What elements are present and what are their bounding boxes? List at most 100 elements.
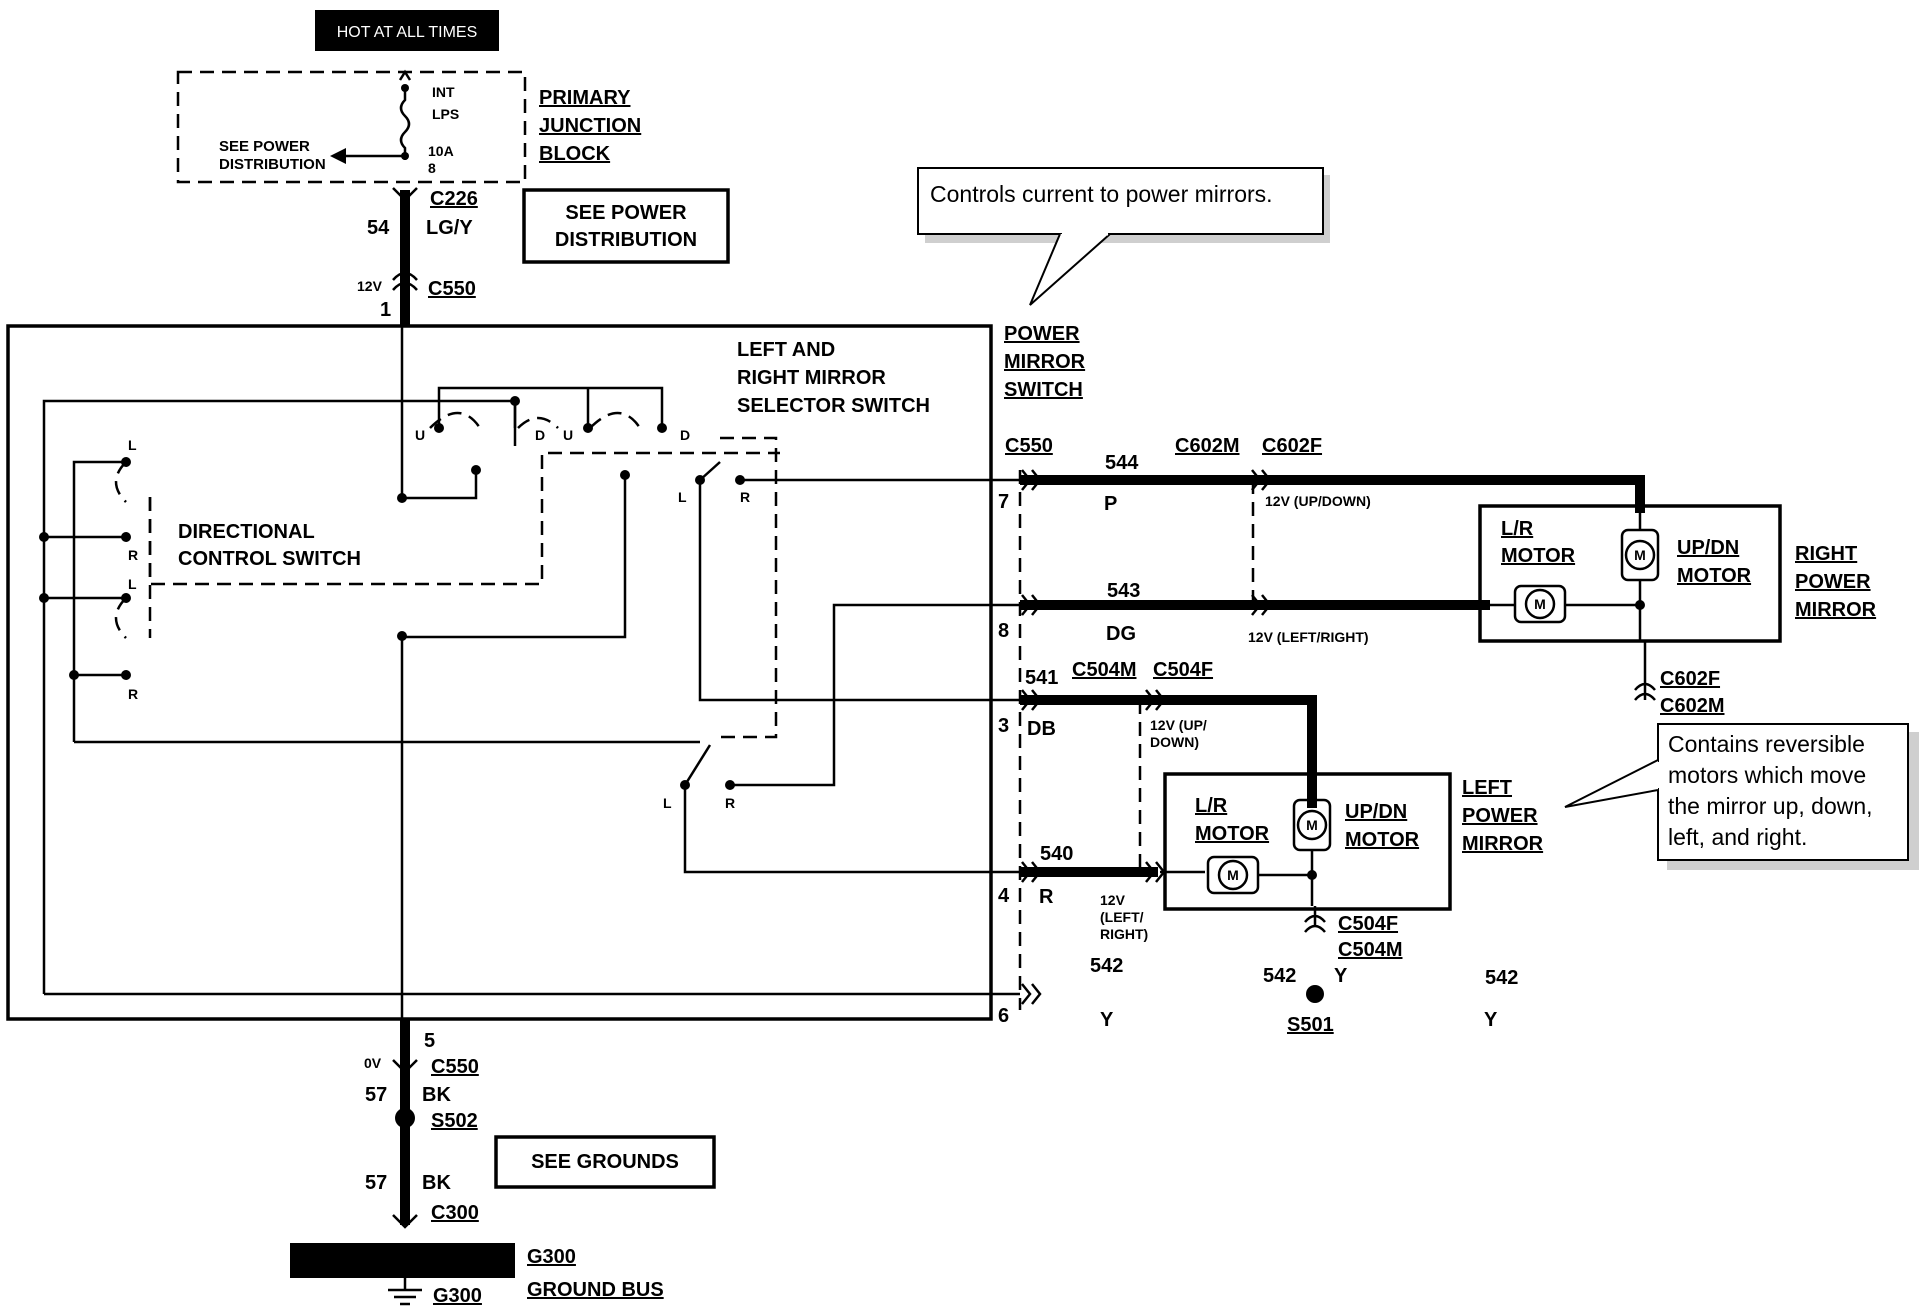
fuse-label-int: INT — [432, 84, 455, 100]
right-updn-label-2: MOTOR — [1677, 565, 1752, 587]
pin-3-label: 3 — [998, 715, 1009, 737]
contact-r-sel-1: R — [740, 489, 750, 505]
wire-lgy-label: LG/Y — [426, 217, 473, 239]
wire-p-label: P — [1104, 493, 1117, 515]
wire-540-label: 540 — [1040, 843, 1073, 865]
see-grounds-box — [494, 1135, 716, 1189]
pin-5-label: 5 — [424, 1030, 435, 1052]
switch-title-1: POWER — [1004, 323, 1080, 345]
voltage-updown-left-1: 12V (UP/ — [1150, 717, 1207, 733]
contact-r-1: R — [128, 547, 138, 563]
power-mirror-switch: POWER MIRROR SWITCH LEFT AND RIGHT MIRRO… — [6, 323, 1086, 1021]
left-updn-label-1: UP/DN — [1345, 801, 1407, 823]
fuse-label-lps: LPS — [432, 106, 459, 122]
see-power-box-line-2: DISTRIBUTION — [555, 229, 697, 251]
fuse-label-number: 8 — [428, 160, 436, 176]
contact-l-sel-1: L — [678, 489, 687, 505]
motor-icon: M — [1206, 855, 1260, 895]
connector-s501: S501 — [1287, 1014, 1334, 1036]
left-mirror-title-2: POWER — [1462, 805, 1538, 827]
wire-544-label: 544 — [1105, 452, 1139, 474]
wire-542-label-3: 542 — [1485, 967, 1518, 989]
junction-block-title-3: BLOCK — [539, 143, 611, 165]
junction-block-title-1: PRIMARY — [539, 87, 631, 109]
see-power-box-line-1: SEE POWER — [565, 202, 687, 224]
wire-543-label: 543 — [1107, 580, 1140, 602]
voltage-12v-top: 12V — [357, 278, 383, 294]
connector-c226: C226 — [430, 188, 478, 210]
wire-y-label-2: Y — [1334, 965, 1348, 987]
connector-c504f-top: C504F — [1153, 659, 1213, 681]
right-lr-label-1: L/R — [1501, 518, 1534, 540]
motor-m-1: M — [1634, 547, 1646, 563]
voltage-leftright-right: 12V (LEFT/RIGHT) — [1248, 629, 1369, 645]
left-lr-label-2: MOTOR — [1195, 823, 1270, 845]
fuse-label-amps: 10A — [428, 143, 454, 159]
connector-c602f-top: C602F — [1262, 435, 1322, 457]
ground-bus-label: GROUND BUS — [527, 1279, 664, 1301]
contact-r-2: R — [128, 686, 138, 702]
right-lr-label-2: MOTOR — [1501, 545, 1576, 567]
wire-57-label-1: 57 — [365, 1084, 387, 1106]
right-power-mirror: L/R MOTOR UP/DN MOTOR RIGHT POWER MIRROR… — [1478, 504, 1877, 643]
see-power-distribution-box: SEE POWER DISTRIBUTION — [522, 188, 730, 264]
callout-contains-line-4: left, and right. — [1668, 824, 1807, 850]
voltage-0v: 0V — [364, 1055, 382, 1071]
see-power-small-2: DISTRIBUTION — [219, 156, 326, 173]
directional-label-2: CONTROL SWITCH — [178, 548, 361, 570]
connector-c602m-top: C602M — [1175, 435, 1239, 457]
voltage-leftright-left-2: (LEFT/ — [1100, 909, 1144, 925]
connector-c550-top: C550 — [428, 278, 476, 300]
wire-bk-label-2: BK — [422, 1172, 451, 1194]
motor-icon: M — [1513, 584, 1567, 624]
see-power-small-1: SEE POWER — [219, 138, 310, 155]
left-power-mirror: L/R MOTOR UP/DN MOTOR LEFT POWER MIRROR … — [1163, 772, 1544, 911]
pin-6-label: 6 — [998, 1005, 1009, 1027]
contact-r-sel-2: R — [725, 795, 735, 811]
right-mirror-title-1: RIGHT — [1795, 543, 1857, 565]
callout-contains-line-3: the mirror up, down, — [1668, 793, 1873, 819]
contact-d-2: D — [680, 427, 690, 443]
connector-c550-right: C550 — [1005, 435, 1053, 457]
wire-bk-label-1: BK — [422, 1084, 451, 1106]
right-wiring: C550 7 8 3 4 6 544 P C602M C602F 12V (UP… — [998, 435, 1724, 1036]
hot-at-all-times-badge: HOT AT ALL TIMES — [315, 10, 499, 51]
callout-contains-line-2: motors which move — [1668, 762, 1866, 788]
wire-542-label-2: 542 — [1263, 965, 1296, 987]
voltage-leftright-left-3: RIGHT) — [1100, 926, 1148, 942]
left-mirror-title-3: MIRROR — [1462, 833, 1544, 855]
wire-db-label: DB — [1027, 718, 1056, 740]
right-mirror-title-2: POWER — [1795, 571, 1871, 593]
contact-l-sel-2: L — [663, 795, 672, 811]
connector-s502: S502 — [431, 1110, 478, 1132]
splice-s502-icon — [395, 1108, 415, 1128]
wire-542-label-1: 542 — [1090, 955, 1123, 977]
connector-g300-2: G300 — [433, 1285, 482, 1307]
callout-controls-text: Controls current to power mirrors. — [930, 181, 1273, 207]
pin-8-label: 8 — [998, 620, 1009, 642]
connector-c504m-top: C504M — [1072, 659, 1136, 681]
wire-54-label: 54 — [367, 217, 390, 239]
voltage-updown-left-2: DOWN) — [1150, 734, 1199, 750]
connector-c602f-right: C602F — [1660, 668, 1720, 690]
primary-junction-block: PRIMARY JUNCTION BLOCK INT LPS 10A 8 SEE… — [176, 69, 641, 184]
connector-c504m-bottom: C504M — [1338, 939, 1402, 961]
motor-m-3: M — [1306, 817, 1318, 833]
wire-541-label: 541 — [1025, 667, 1058, 689]
fuse-icon — [399, 85, 411, 160]
connector-g300-1: G300 — [527, 1246, 576, 1268]
ground-bus-bar — [290, 1243, 515, 1278]
voltage-leftright-left-1: 12V — [1100, 892, 1126, 908]
pin-7-label: 7 — [998, 491, 1009, 513]
wire-57-label-2: 57 — [365, 1172, 387, 1194]
wire-dg-label: DG — [1106, 623, 1136, 645]
wire-y-label-1: Y — [1100, 1009, 1114, 1031]
switch-title-3: SWITCH — [1004, 379, 1083, 401]
pin-1-label: 1 — [380, 299, 391, 321]
switch-title-2: MIRROR — [1004, 351, 1086, 373]
junction-block-title-2: JUNCTION — [539, 115, 641, 137]
selector-label-1: LEFT AND — [737, 339, 835, 361]
connector-c602m-right: C602M — [1660, 695, 1724, 717]
contact-l-2: L — [128, 576, 137, 592]
motor-m-2: M — [1534, 596, 1546, 612]
